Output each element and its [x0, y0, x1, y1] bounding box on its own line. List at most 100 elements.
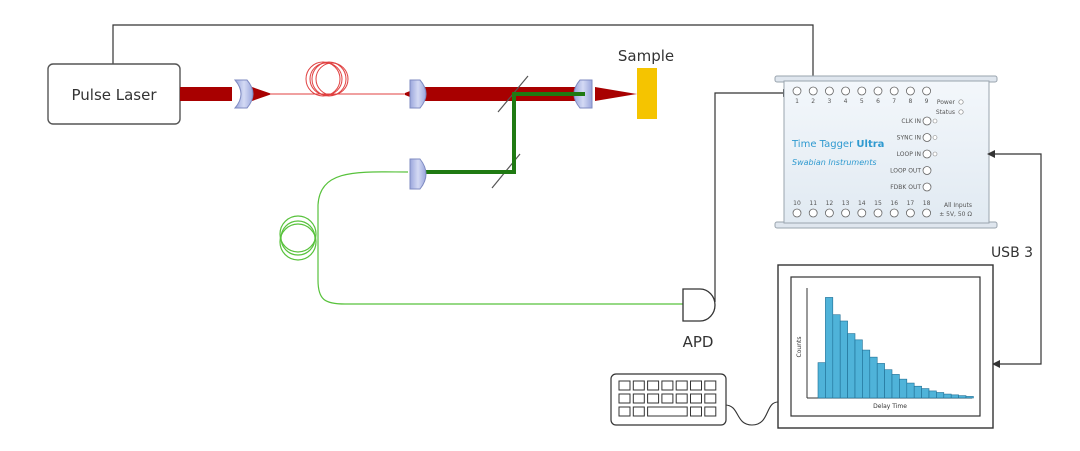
- status-led: [958, 109, 964, 115]
- input-port-label: 2: [811, 98, 815, 105]
- pulse-laser: Pulse Laser: [47, 63, 181, 125]
- control-port-label: LOOP IN: [897, 151, 921, 158]
- input-port-label: 3: [827, 98, 831, 105]
- keyboard-key: [704, 406, 717, 417]
- keyboard-key: [675, 380, 688, 391]
- keyboard-key: [690, 406, 702, 417]
- usb-cable: [993, 153, 1042, 365]
- sample: [637, 68, 657, 119]
- input-port-5: [857, 86, 867, 96]
- power-label: Power: [937, 99, 956, 106]
- keyboard-key: [704, 380, 717, 391]
- histogram-bar: [854, 339, 863, 399]
- input-port-14: [857, 208, 867, 218]
- histogram-bar: [862, 349, 871, 399]
- input-port-label: 15: [874, 200, 882, 207]
- keyboard-key: [661, 393, 674, 404]
- keyboard-key: [690, 393, 702, 404]
- input-port-2: [808, 86, 818, 96]
- input-port-label: 11: [809, 200, 817, 207]
- control-port-led: [932, 118, 938, 124]
- keyboard-key: [704, 393, 717, 404]
- input-port-8: [906, 86, 915, 96]
- control-port-connector: [922, 149, 932, 159]
- histogram-bar: [869, 356, 878, 399]
- input-port-15: [873, 208, 883, 218]
- control-port-label: LOOP OUT: [890, 168, 921, 175]
- histogram-bar: [965, 396, 974, 399]
- detection-beam: [425, 92, 585, 174]
- control-port-label: FDBK OUT: [890, 184, 921, 191]
- histogram-bar: [884, 369, 893, 399]
- keyboard-key: [647, 380, 660, 391]
- histogram-bar: [899, 378, 908, 399]
- keyboard-key: [618, 406, 631, 417]
- input-port-label: 10: [793, 200, 801, 207]
- fiber-coil-red: [305, 61, 349, 97]
- input-port-3: [825, 86, 834, 96]
- control-port-connector: [922, 166, 932, 175]
- lens-2: [409, 79, 427, 109]
- histogram-bar: [817, 362, 826, 399]
- input-port-label: 12: [826, 200, 834, 207]
- input-port-4: [841, 86, 850, 96]
- input-port-9: [922, 86, 931, 96]
- input-port-16: [889, 208, 899, 218]
- power-led: [958, 99, 964, 105]
- laser-beam: [180, 87, 637, 101]
- histogram-bar: [825, 297, 834, 399]
- input-port-7: [889, 86, 899, 96]
- apd-detector: [682, 288, 716, 322]
- brand-time-tagger: Time Tagger Ultra: [791, 139, 884, 150]
- input-port-label: 13: [842, 200, 850, 207]
- keyboard-key: [632, 380, 645, 391]
- histogram-bar: [958, 395, 967, 399]
- input-port-label: 14: [858, 200, 866, 207]
- control-port-connector: [922, 116, 932, 126]
- input-port-label: 4: [844, 98, 848, 105]
- histogram-bar: [943, 393, 952, 399]
- histogram-bar: [891, 374, 900, 399]
- x-axis-label: Delay Time: [873, 403, 907, 410]
- keyboard-cable: [724, 401, 779, 426]
- sample-label: Sample: [618, 47, 674, 65]
- keyboard-key: [690, 380, 702, 391]
- trigger-cable: [112, 24, 814, 85]
- input-port-label: 1: [795, 98, 799, 105]
- input-port-label: 6: [876, 98, 880, 105]
- histogram-bar: [936, 392, 945, 399]
- keyboard-key: [632, 393, 645, 404]
- usb-arrowhead-bottom: [992, 360, 1000, 368]
- keyboard-key: [618, 393, 631, 404]
- keyboard-key: [632, 406, 645, 417]
- all-inputs-label: All Inputs: [944, 202, 972, 209]
- lens-1: [233, 79, 254, 109]
- brand-swabian: Swabian Instruments: [792, 158, 877, 167]
- apd-label: APD: [683, 333, 714, 351]
- input-port-label: 8: [908, 98, 912, 105]
- histogram-bar: [876, 363, 885, 399]
- monitor: Delay Time Counts: [777, 264, 994, 429]
- lens-4: [409, 158, 427, 190]
- usb-label: USB 3: [991, 245, 1033, 261]
- input-port-6: [873, 86, 883, 96]
- input-port-11: [808, 208, 818, 218]
- control-port-led: [932, 135, 938, 140]
- input-port-label: 5: [860, 98, 864, 105]
- histogram-bar: [950, 394, 959, 399]
- input-port-18: [922, 208, 931, 218]
- pulse-laser-label: Pulse Laser: [71, 86, 157, 104]
- keyboard-key: [647, 393, 660, 404]
- histogram-bar: [832, 314, 841, 399]
- y-axis-label: Counts: [796, 337, 803, 358]
- histogram-chart: Delay Time Counts: [796, 288, 974, 410]
- histogram-bar: [906, 382, 915, 399]
- input-port-17: [906, 208, 915, 218]
- keyboard-key: [618, 380, 631, 391]
- fiber-green: [279, 171, 685, 305]
- usb-arrowhead-top: [987, 150, 995, 158]
- histogram-bar: [928, 390, 937, 399]
